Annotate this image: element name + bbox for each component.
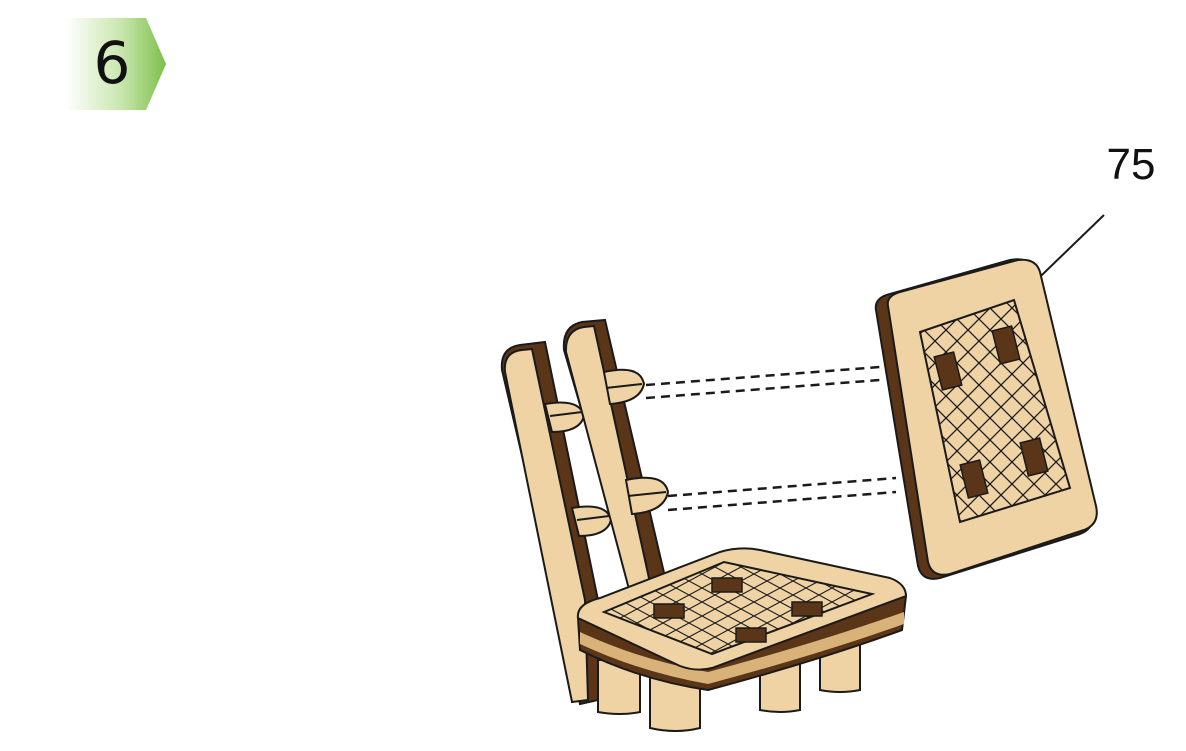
assembly-guide-lines [646, 367, 896, 510]
backrest-panel-part-75 [876, 259, 1097, 579]
